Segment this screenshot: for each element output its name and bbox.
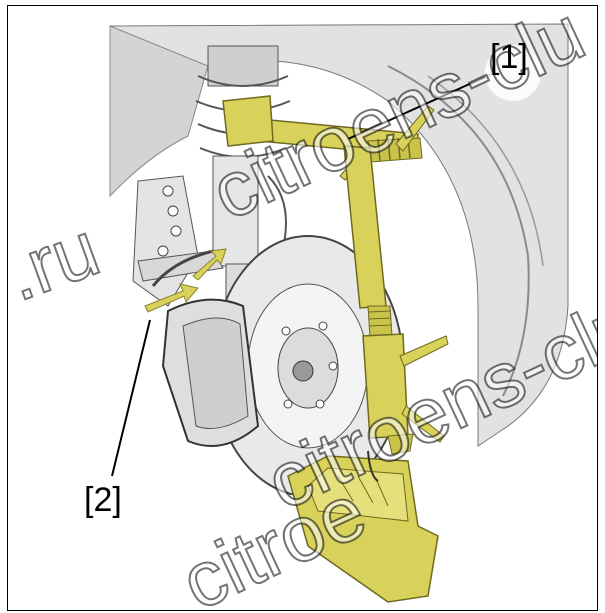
callout-label-2: [2] xyxy=(84,481,122,519)
diagram-illustration xyxy=(109,23,569,603)
steering-knuckle-icon xyxy=(132,175,224,307)
wheel-arch-inner xyxy=(387,65,530,397)
brake-disc-icon xyxy=(212,235,404,497)
wheel-arch-rib xyxy=(427,75,544,267)
diagram-frame: citroens-clu .ru citroens-club citroe [1… xyxy=(7,5,598,611)
callout-label-1: [1] xyxy=(490,38,528,76)
upper-body-panel xyxy=(109,25,209,198)
leader-line-1 xyxy=(347,71,497,140)
indicator-arrows xyxy=(144,248,227,313)
callout-1-backdrop xyxy=(485,45,541,101)
brake-caliper-icon xyxy=(151,249,260,447)
spring-compressor-tool-icon xyxy=(222,95,449,603)
leader-line-2 xyxy=(111,319,151,477)
